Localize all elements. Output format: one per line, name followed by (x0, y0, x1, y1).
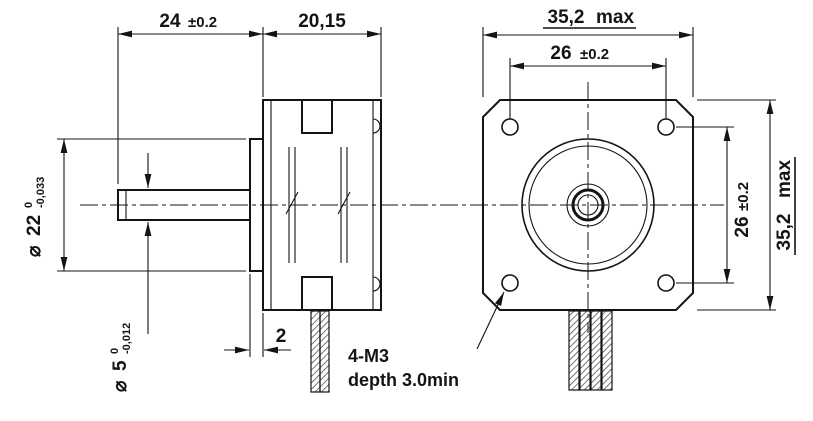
dim-shaft-diameter-tol-lower: -0,012 (121, 323, 133, 354)
hub-circle (566, 183, 610, 227)
side-view (117, 99, 382, 393)
dim-hole-spacing-h-tolerance: ±0.2 (580, 46, 609, 63)
mounting-note: 4-M3 depth 3.0min (348, 291, 505, 390)
dim-shaft-length-tolerance: ±0.2 (188, 14, 217, 31)
mounting-note-line1: 4-M3 (348, 346, 389, 366)
lead-wire (310, 310, 321, 393)
stack-slash (285, 191, 299, 215)
dim-body-length-value: 20,15 (298, 11, 346, 32)
dim-frame-height-value: 35,2 (774, 214, 795, 251)
dim-body-length: 20,15 (263, 11, 382, 97)
frame-outline (482, 99, 694, 311)
rear-corner-arc (372, 118, 381, 134)
dim-shaft-length: 24 ±0.2 (117, 11, 264, 184)
leader-line (476, 291, 505, 350)
dim-frame-height-suffix: max (774, 160, 795, 198)
shaft (117, 189, 251, 221)
dim-frame-width-value: 35,2 (548, 7, 585, 28)
shaft-chamfer-circle (577, 194, 599, 216)
centerlines (80, 82, 724, 333)
bottom-tab (301, 276, 333, 310)
dim-shaft-diameter-tol-upper: 0 (109, 348, 121, 354)
pilot-boss-circle (521, 138, 655, 272)
mounting-hole-top-left (501, 118, 519, 136)
lead-wire (590, 310, 602, 391)
dim-boss-diameter: ⌀ 22 0 -0,033 (23, 138, 246, 272)
dim-hole-spacing-vertical: 26 ±0.2 (676, 126, 753, 284)
lead-wire (319, 310, 330, 393)
dim-frame-width-suffix: max (596, 7, 634, 28)
lead-wire (579, 310, 591, 391)
diameter-symbol: ⌀ (24, 245, 45, 257)
dim-shaft-length-value: 24 (159, 11, 181, 32)
rear-corner-arc (372, 276, 381, 292)
lead-wire (601, 310, 613, 391)
dim-boss-height: 2 (224, 274, 291, 357)
lead-wire (568, 310, 580, 391)
dim-hole-spacing-h-value: 26 (550, 43, 571, 64)
dim-boss-diameter-value: 22 (24, 215, 45, 236)
dimensions: 24 ±0.2 20,15 ⌀ 22 0 -0,033 ⌀ (23, 7, 796, 392)
dim-hole-spacing-v-value: 26 (732, 216, 753, 237)
dim-boss-diameter-tol-upper: 0 (23, 202, 35, 208)
dim-hole-spacing-horizontal: 26 ±0.2 (509, 43, 667, 119)
dim-hole-spacing-v-tolerance: ±0.2 (735, 182, 752, 211)
mounting-note-line2: depth 3.0min (348, 370, 459, 390)
diameter-symbol: ⌀ (110, 380, 131, 392)
mounting-hole-bottom-left (501, 274, 519, 292)
boss-inner-circle (528, 145, 648, 265)
dim-frame-height: 35,2 max (697, 99, 796, 311)
dim-boss-height-value: 2 (276, 326, 287, 347)
stack-slash (337, 191, 351, 215)
mounting-hole-top-right (657, 118, 675, 136)
top-tab (301, 100, 333, 134)
dim-boss-diameter-tol-lower: -0,033 (35, 177, 47, 208)
shaft-circle (571, 188, 605, 222)
front-view (482, 99, 694, 391)
dim-frame-width: 35,2 max (482, 7, 694, 97)
mounting-hole-bottom-right (657, 274, 675, 292)
dim-shaft-diameter-value: 5 (110, 360, 131, 371)
dim-shaft-diameter: ⌀ 5 0 -0,012 (109, 153, 152, 392)
